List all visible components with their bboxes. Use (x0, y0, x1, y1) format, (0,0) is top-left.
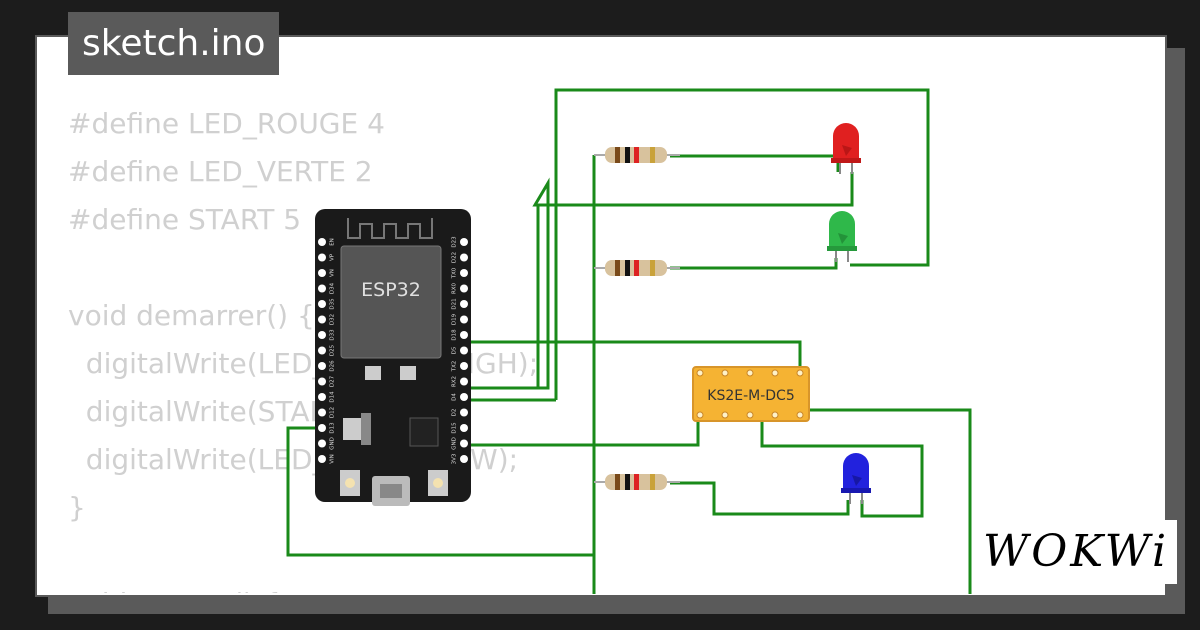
board-pin-label: D14 (330, 391, 336, 403)
board-pin[interactable] (460, 346, 468, 355)
board-pin[interactable] (318, 424, 326, 432)
code-line: #define LED_VERTE 2 (68, 155, 373, 188)
board-pin-label: GND (452, 437, 458, 450)
board-pin-label: D18 (452, 329, 458, 341)
board-pin-label: D21 (452, 298, 458, 309)
board-pin-label: TX0 (452, 267, 458, 279)
resistor-1[interactable] (594, 147, 680, 163)
board-pin-label: D23 (452, 236, 458, 248)
filename-tab[interactable]: sketch.ino (68, 12, 280, 75)
board-pin-label: D5 (452, 346, 458, 354)
board-pin[interactable] (460, 362, 468, 370)
led-blue[interactable] (841, 453, 871, 504)
board-pin-label: TX2 (452, 361, 458, 373)
esp32-board[interactable]: ESP32 ENVPVND34D35D32D33D25D26D27D14D12D… (315, 209, 471, 506)
board-pin[interactable] (460, 377, 468, 386)
board-pin-label: D35 (330, 298, 336, 310)
board-pin-label: D13 (330, 422, 336, 434)
wire-relay-out (800, 408, 972, 594)
board-pin-label: VP (330, 253, 336, 261)
led-green[interactable] (827, 211, 857, 262)
wire-gnd-loop (286, 426, 594, 557)
code-line: void arreter() { (68, 587, 281, 593)
board-pin[interactable] (318, 331, 326, 339)
board-pin-label: D33 (330, 329, 336, 341)
board-pin-label: EN (330, 238, 336, 246)
board-pin-label: D4 (452, 393, 458, 401)
board-pin[interactable] (460, 284, 468, 293)
board-pin[interactable] (318, 362, 326, 370)
wire-r2-green (670, 258, 838, 270)
circuit-diagram: KS2E-M-DC5 ESP32 ENVPVND34D35D32D33D25D2… (286, 88, 972, 594)
resistor-2[interactable] (594, 260, 680, 276)
board-pin-label: D32 (330, 314, 336, 325)
board-pin[interactable] (460, 269, 468, 277)
board-pin-label: GND (330, 437, 336, 450)
wire-d4-b (462, 205, 540, 390)
board-pin[interactable] (318, 269, 326, 277)
board-pin-label: D26 (330, 360, 336, 372)
board-pin[interactable] (318, 253, 326, 262)
wires (286, 88, 972, 594)
board-pin[interactable] (460, 393, 468, 401)
code-line: void demarrer() { (68, 299, 315, 332)
wire-relay-com (760, 420, 924, 518)
board-pin-label: D15 (452, 422, 458, 434)
board-pin-label: D27 (330, 375, 336, 387)
wire-r1-red (670, 154, 840, 172)
board-pin-label: D25 (330, 344, 336, 356)
wokwi-logo: WOKWi (975, 520, 1178, 584)
board-pin[interactable] (318, 455, 326, 463)
board-pin[interactable] (460, 408, 468, 417)
resistor-3[interactable] (594, 474, 680, 490)
code-line: #define LED_ROUGE 4 (68, 107, 385, 140)
antenna-icon (347, 218, 433, 239)
board-pin-label: RX2 (452, 376, 458, 387)
wire-d5 (462, 340, 802, 368)
wire-bus-top (554, 88, 930, 400)
board-pin-label: 3V3 (452, 453, 458, 464)
board-pin-label: D19 (452, 313, 458, 325)
board-pin-label: D2 (452, 409, 458, 417)
board-pin-label: D22 (452, 252, 458, 263)
board-pin[interactable] (318, 393, 326, 401)
board-label: ESP32 (361, 279, 421, 301)
board-pin-label: VN (330, 269, 336, 277)
board-pin-label: D34 (330, 282, 336, 294)
wire-d4 (462, 172, 854, 390)
board-pin[interactable] (318, 408, 326, 417)
relay-label: KS2E-M-DC5 (707, 388, 794, 404)
wire-r3-blue (670, 481, 850, 516)
board-pin[interactable] (318, 315, 326, 324)
board-pin[interactable] (460, 331, 468, 339)
board-pin-label: RX0 (452, 282, 458, 294)
board-pin[interactable] (460, 455, 468, 463)
board-pin[interactable] (318, 238, 326, 246)
preview-card (35, 35, 1167, 597)
board-pin[interactable] (460, 439, 468, 448)
board-pin[interactable] (318, 300, 326, 308)
board-pin[interactable] (460, 238, 468, 246)
board-pin[interactable] (460, 424, 468, 432)
board-pin[interactable] (318, 284, 326, 293)
board-pin-label: VIN (330, 454, 336, 464)
board-pin[interactable] (318, 346, 326, 355)
board-pin[interactable] (318, 377, 326, 386)
board-pin[interactable] (318, 439, 326, 448)
board-pin[interactable] (460, 300, 468, 308)
code-line: #define START 5 (68, 203, 302, 236)
board-pin[interactable] (460, 315, 468, 324)
board-pin-label: D12 (330, 407, 336, 418)
wire-3v3 (462, 420, 700, 447)
led-red[interactable] (831, 123, 861, 174)
board-pin[interactable] (460, 253, 468, 262)
relay-module[interactable]: KS2E-M-DC5 (692, 366, 810, 422)
code-line: } (68, 491, 86, 524)
